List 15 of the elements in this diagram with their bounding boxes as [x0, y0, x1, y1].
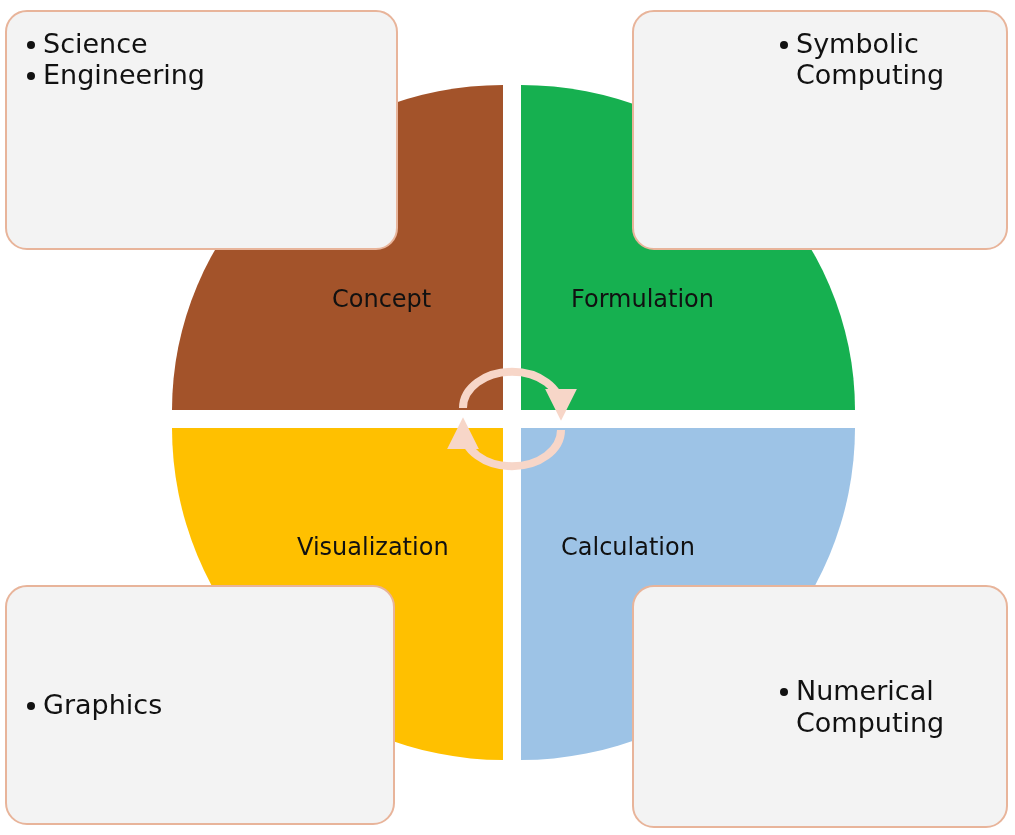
text-card	[5, 10, 398, 250]
text-card	[632, 585, 1008, 828]
curved-arrow	[459, 367, 576, 421]
quadrant-label: Visualization	[297, 533, 449, 561]
quadrant-label: Formulation	[571, 285, 714, 313]
list-item: Science	[43, 28, 148, 60]
list-item: Numerical Computing	[796, 675, 946, 738]
quadrant-label: Concept	[332, 285, 432, 313]
text-card	[632, 10, 1008, 250]
list-item: Symbolic Computing	[796, 28, 946, 91]
text-card	[5, 585, 395, 825]
list-item: Engineering	[43, 59, 205, 91]
curved-arrow	[448, 417, 565, 471]
quadrant-label: Calculation	[561, 533, 695, 561]
list-item: Graphics	[43, 689, 163, 721]
